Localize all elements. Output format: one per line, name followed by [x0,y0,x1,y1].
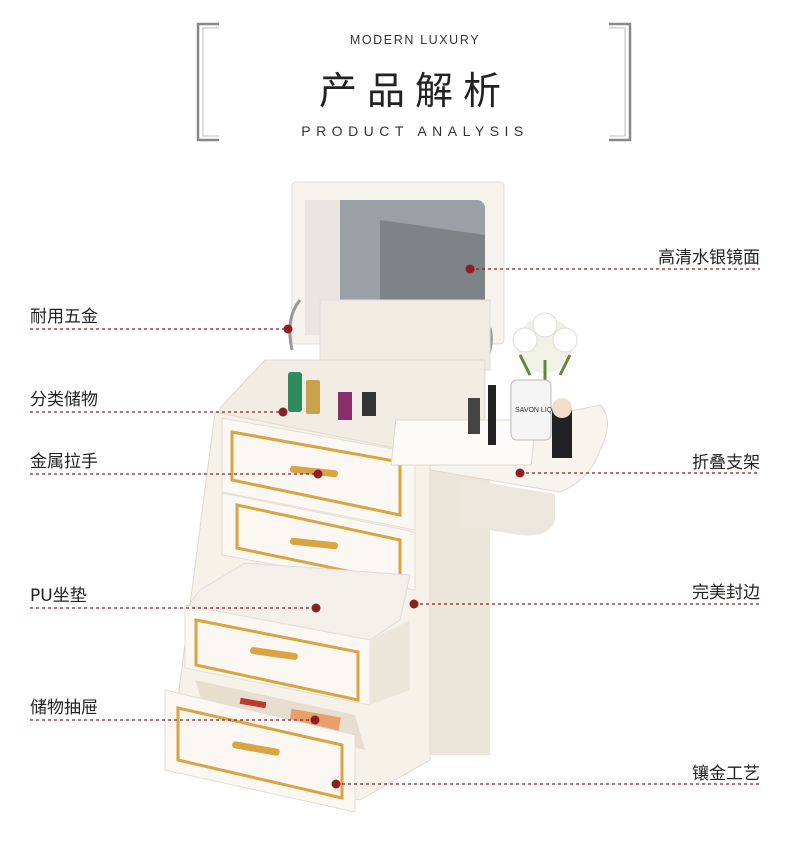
dot-drawer [310,715,320,725]
dot-gold [331,779,341,789]
callout-cushion: PU坐垫 [30,586,87,606]
subtitle-bottom: PRODUCT ANALYSIS [301,123,529,139]
handle-1 [290,465,338,478]
callout-hardware: 耐用五金 [30,307,98,327]
dot-handle [313,469,323,479]
callout-mirror: 高清水银镜面 [658,248,760,268]
dot-edge [409,599,419,609]
callout-edge: 完美封边 [692,583,760,603]
subtitle-top: MODERN LUXURY [349,33,481,47]
dot-cushion [311,603,321,613]
callout-gold: 镶金工艺 [692,764,760,784]
callout-drawer: 储物抽屉 [30,698,98,718]
callout-storage: 分类储物 [30,390,98,410]
header: MODERN LUXURY 产品解析 PRODUCT ANALYSIS [0,0,790,150]
dot-hardware [283,324,293,334]
bottle-label: SAVON LIQUIDE [515,407,569,414]
dot-storage [278,407,288,417]
callout-bracket: 折叠支架 [692,453,760,473]
left-bracket-icon [195,22,221,142]
bottle-green [288,372,302,412]
product-illustration: SAVON LIQUIDE [0,150,790,848]
soap-bottle [510,379,552,441]
hinge-icon [288,299,302,351]
page-title: 产品解析 [318,69,511,113]
dot-mirror [465,264,475,274]
right-bracket-icon [607,22,633,142]
callout-handle: 金属拉手 [30,452,98,472]
vanity-drawing: SAVON LIQUIDE [30,181,760,813]
dot-bracket [515,468,525,478]
